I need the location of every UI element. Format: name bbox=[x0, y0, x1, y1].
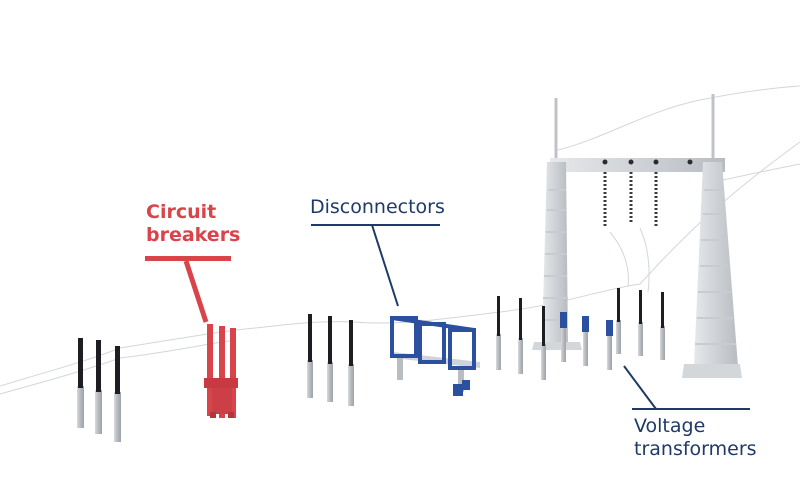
circuit-breakers-label-line1: Circuit bbox=[146, 201, 217, 223]
gantry-tower bbox=[532, 94, 742, 378]
voltage-transformers-label: Voltage transformers bbox=[634, 415, 757, 461]
disconnectors-label: Disconnectors bbox=[310, 196, 445, 219]
surge-arresters-left bbox=[77, 338, 121, 442]
surge-arresters-middle bbox=[307, 314, 354, 406]
callout-disconnectors bbox=[311, 224, 440, 307]
circuit-breaker-equipment bbox=[204, 324, 238, 418]
surge-arresters-right bbox=[496, 296, 546, 380]
hanging-insulators bbox=[603, 172, 658, 226]
voltage-transformers-label-line1: Voltage bbox=[634, 415, 706, 437]
circuit-breakers-label: Circuit breakers bbox=[146, 201, 240, 247]
circuit-breakers-label-line2: breakers bbox=[146, 224, 241, 246]
callout-circuit-breakers bbox=[145, 256, 231, 323]
callout-voltage-transformers bbox=[623, 365, 750, 410]
voltage-transformer-equipment bbox=[560, 288, 665, 370]
disconnector-equipment bbox=[390, 316, 480, 396]
disconnectors-label-text: Disconnectors bbox=[310, 196, 445, 218]
voltage-transformers-label-line2: transformers bbox=[634, 438, 757, 460]
